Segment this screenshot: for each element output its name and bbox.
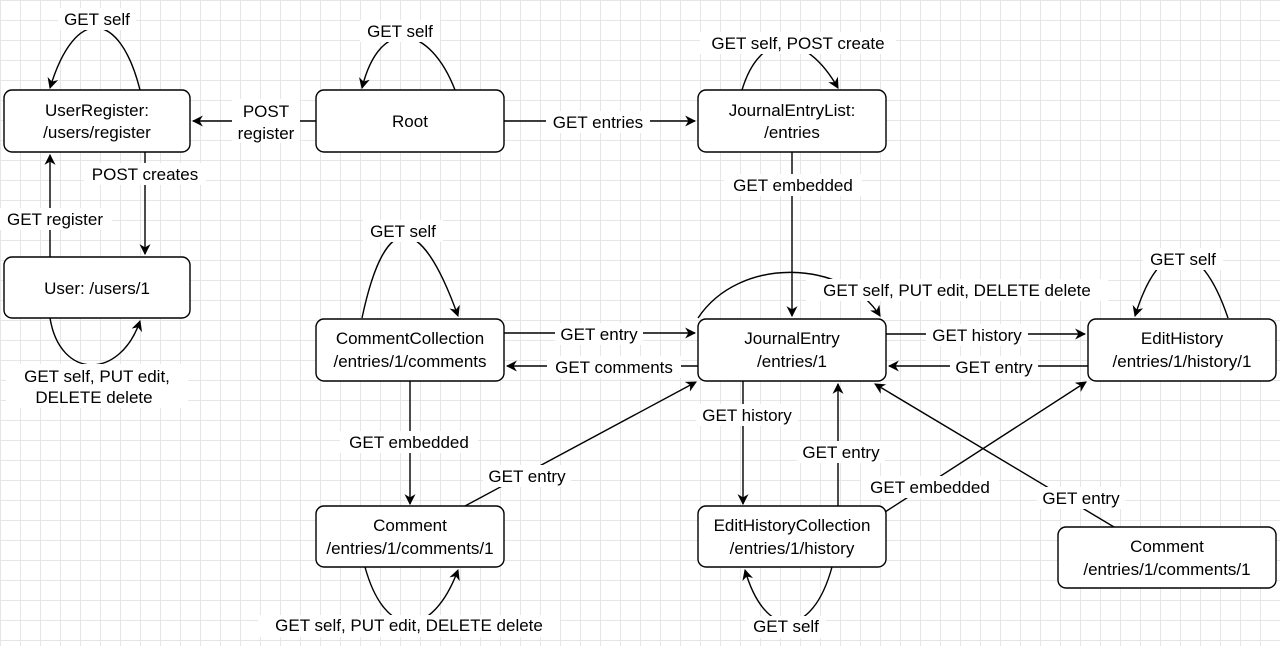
label-journal-entry-to-history-collection: GET history	[696, 404, 798, 426]
edge-comment-self[interactable]	[364, 566, 460, 623]
svg-text:GET self: GET self	[1150, 250, 1216, 269]
node-comment[interactable]: Comment /entries/1/comments/1	[315, 505, 505, 568]
edge-comment-to-entry[interactable]	[464, 381, 697, 507]
svg-text:GET entries: GET entries	[553, 113, 643, 132]
node-path: /entries/1/comments/1	[326, 539, 493, 558]
label-comment-collection-embedded: GET embedded	[340, 431, 478, 453]
node-title: User: /users/1	[44, 279, 150, 298]
label-history-collection-self: GET self	[746, 616, 826, 638]
node-path: /entries/1	[757, 352, 827, 371]
edge-user-register-self[interactable]	[47, 27, 141, 91]
label-journal-entry-list-embedded: GET embedded	[724, 174, 862, 196]
label-register-creates-user: POST creates	[84, 163, 206, 185]
label-user-self: GET self, PUT edit, DELETE delete	[6, 364, 188, 408]
node-path: /users/register	[43, 123, 151, 142]
node-journal-entry-list[interactable]: JournalEntryList: /entries	[697, 89, 887, 153]
svg-text:GET self, PUT edit, DELETE del: GET self, PUT edit, DELETE delete	[823, 281, 1091, 300]
node-title: EditHistory	[1141, 329, 1224, 348]
label-user-register-self: GET self	[58, 8, 136, 30]
svg-text:GET self, PUT edit, DELETE del: GET self, PUT edit, DELETE delete	[275, 616, 543, 635]
svg-text:GET embedded: GET embedded	[870, 478, 990, 497]
svg-text:GET entry: GET entry	[955, 358, 1033, 377]
node-path: /entries/1/history/1	[1113, 352, 1252, 371]
node-title: EditHistoryCollection	[714, 516, 871, 535]
node-title: JournalEntryList:	[729, 101, 856, 120]
node-title: UserRegister:	[45, 101, 149, 120]
svg-text:GET embedded: GET embedded	[733, 176, 853, 195]
node-title: JournalEntry	[744, 329, 840, 348]
svg-text:POST: POST	[243, 102, 289, 121]
node-journal-entry[interactable]: JournalEntry /entries/1	[697, 318, 887, 382]
node-path: /entries/1/comments/1	[1083, 560, 1250, 579]
edge-root-self[interactable]	[359, 36, 456, 91]
node-path: /entries/1/history	[730, 539, 855, 558]
svg-text:register: register	[238, 124, 295, 143]
label-comment-2-to-entry: GET entry	[1037, 487, 1125, 509]
svg-text:GET history: GET history	[932, 326, 1022, 345]
svg-text:DELETE delete: DELETE delete	[35, 388, 152, 407]
label-root-to-entries: GET entries	[546, 111, 650, 133]
label-user-to-register: GET register	[0, 208, 112, 230]
label-journal-entry-to-comments: GET comments	[547, 356, 681, 378]
node-title: CommentCollection	[336, 329, 484, 348]
label-history-collection-to-entry: GET entry	[797, 441, 885, 463]
edge-comment-collection-self[interactable]	[361, 236, 460, 319]
svg-text:GET self, PUT edit,: GET self, PUT edit,	[24, 367, 170, 386]
svg-text:GET self: GET self	[64, 10, 130, 29]
node-edit-history-collection[interactable]: EditHistoryCollection /entries/1/history	[697, 505, 887, 568]
label-comment-collection-self: GET self	[363, 220, 443, 242]
node-edit-history[interactable]: EditHistory /entries/1/history/1	[1087, 318, 1277, 382]
label-root-self: GET self	[360, 20, 440, 42]
node-title: Root	[392, 112, 428, 131]
label-journal-entry-self: GET self, PUT edit, DELETE delete	[806, 279, 1108, 301]
node-comment-2[interactable]: Comment /entries/1/comments/1	[1057, 526, 1277, 589]
svg-text:GET self: GET self	[370, 222, 436, 241]
label-edit-history-to-entry: GET entry	[950, 356, 1038, 378]
svg-text:GET self: GET self	[367, 22, 433, 41]
node-comment-collection[interactable]: CommentCollection /entries/1/comments	[315, 318, 505, 382]
svg-text:GET history: GET history	[702, 406, 792, 425]
svg-text:POST creates: POST creates	[92, 165, 198, 184]
svg-text:GET comments: GET comments	[555, 358, 673, 377]
label-journal-entry-to-history: GET history	[926, 324, 1028, 346]
node-path: /entries	[764, 123, 820, 142]
label-history-collection-embedded: GET embedded	[861, 476, 999, 498]
node-root[interactable]: Root	[315, 89, 505, 153]
svg-text:GET entry: GET entry	[1042, 489, 1120, 508]
node-title: Comment	[1130, 537, 1204, 556]
label-comment-collection-to-entry: GET entry	[555, 323, 643, 345]
label-journal-entry-list-self: GET self, POST create	[700, 32, 896, 54]
svg-text:GET register: GET register	[7, 210, 103, 229]
svg-text:GET embedded: GET embedded	[349, 433, 469, 452]
svg-text:GET entry: GET entry	[560, 325, 638, 344]
node-user[interactable]: User: /users/1	[3, 256, 191, 319]
edge-user-self[interactable]	[49, 317, 143, 366]
node-path: /entries/1/comments	[333, 352, 486, 371]
svg-text:GET entry: GET entry	[802, 443, 880, 462]
label-comment-to-entry: GET entry	[483, 465, 571, 487]
node-user-register[interactable]: UserRegister: /users/register	[3, 89, 191, 153]
svg-text:GET self: GET self	[753, 617, 819, 636]
node-title: Comment	[373, 516, 447, 535]
svg-text:GET entry: GET entry	[488, 467, 566, 486]
label-edit-history-self: GET self	[1143, 248, 1223, 270]
label-root-to-register: POST register	[232, 99, 300, 143]
svg-text:GET self, POST create: GET self, POST create	[711, 34, 884, 53]
edge-history-collection-self[interactable]	[742, 566, 833, 623]
label-comment-self: GET self, PUT edit, DELETE delete	[258, 615, 560, 637]
